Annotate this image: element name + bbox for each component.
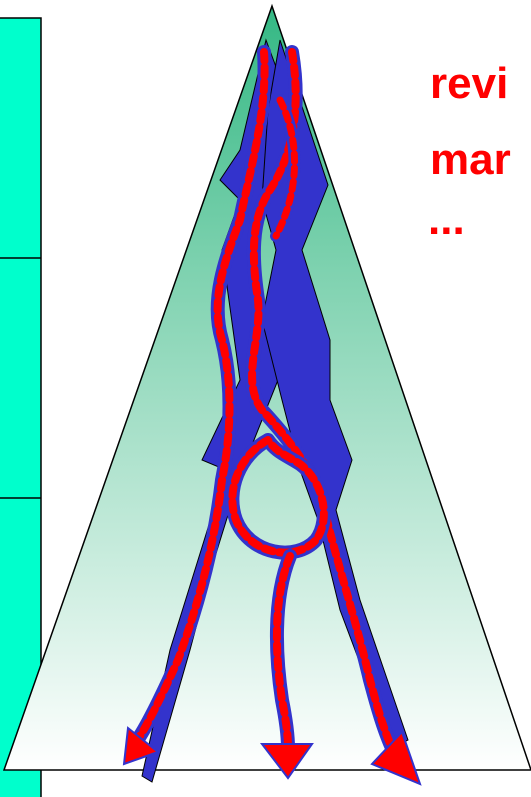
label-line-2: mar	[430, 138, 511, 182]
label-ellipsis: ...	[428, 198, 465, 242]
label-line-1: revi	[430, 62, 508, 106]
